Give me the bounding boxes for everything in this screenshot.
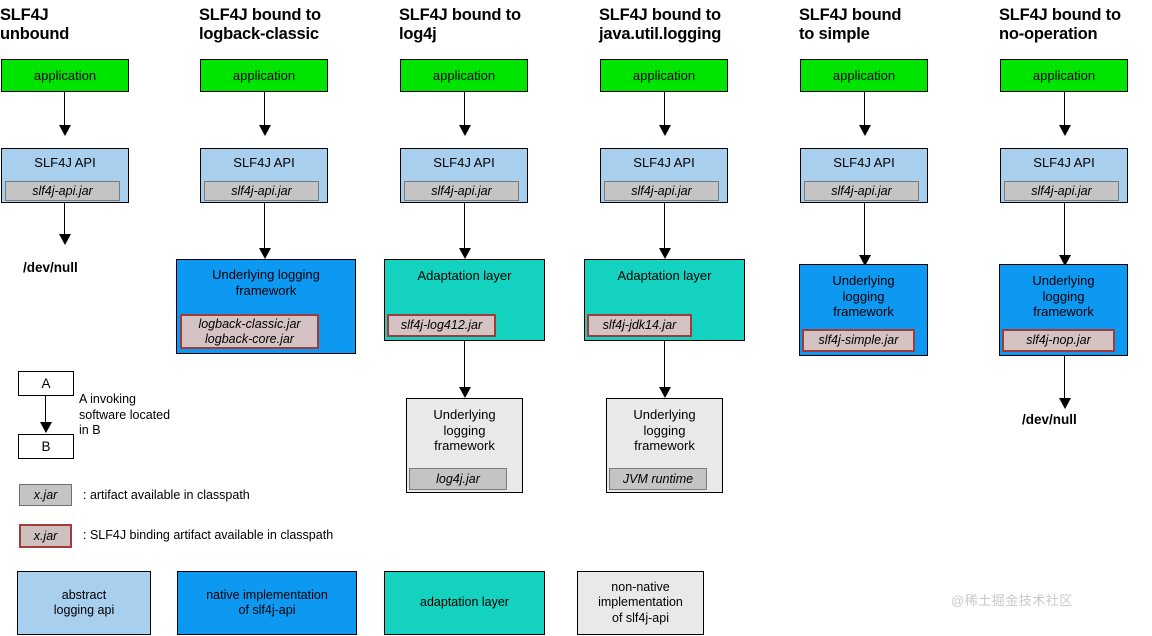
arrow-line bbox=[64, 203, 65, 236]
node-application-col2: application bbox=[200, 59, 328, 92]
column-title-log4j: SLF4J bound to log4j bbox=[399, 6, 521, 43]
node-label: SLF4J API bbox=[34, 155, 96, 170]
arrow-line bbox=[464, 341, 465, 389]
node-label: Underlying logging framework bbox=[1032, 273, 1095, 319]
node-label: Underlying logging framework bbox=[832, 273, 895, 319]
legend-chip-binding-artifact: x.jar bbox=[19, 524, 72, 548]
node-label: SLF4J API bbox=[833, 155, 895, 170]
arrow-line bbox=[464, 92, 465, 127]
jar-chip-slf4j-api-col1: slf4j-api.jar bbox=[5, 181, 120, 201]
arrow-line bbox=[664, 92, 665, 127]
jar-chip-slf4j-log412-col3: slf4j-log412.jar bbox=[387, 314, 496, 337]
node-label: Underlying logging framework bbox=[433, 407, 496, 453]
jar-chip-logback-col2: logback-classic.jar logback-core.jar bbox=[180, 314, 319, 349]
arrow-line bbox=[864, 92, 865, 127]
jar-chip-slf4j-jdk14-col4: slf4j-jdk14.jar bbox=[587, 314, 692, 337]
arrow-head-icon bbox=[659, 387, 671, 398]
node-label: SLF4J API bbox=[1033, 155, 1095, 170]
jar-chip-slf4j-api-col6: slf4j-api.jar bbox=[1004, 181, 1119, 201]
node-label: SLF4J API bbox=[433, 155, 495, 170]
arrow-head-icon bbox=[659, 125, 671, 136]
column-title-unbound: SLF4J unbound bbox=[0, 6, 70, 43]
arrow-line bbox=[664, 203, 665, 250]
column-title-java-util-logging: SLF4J bound to java.util.logging bbox=[599, 6, 722, 43]
jar-chip-slf4j-simple-col5: slf4j-simple.jar bbox=[802, 329, 915, 352]
arrow-head-icon bbox=[40, 422, 52, 433]
node-label: application bbox=[33, 68, 97, 83]
arrow-head-icon bbox=[859, 255, 871, 266]
node-devnull-col1: /dev/null bbox=[23, 260, 78, 275]
legend-key-non-native-implementation: non-native implementation of slf4j-api bbox=[577, 571, 704, 635]
node-label: SLF4J API bbox=[633, 155, 695, 170]
node-label: Underlying logging framework bbox=[212, 267, 320, 298]
arrow-line bbox=[1064, 356, 1065, 400]
node-label: application bbox=[832, 68, 896, 83]
node-application-col4: application bbox=[600, 59, 728, 92]
legend-box-a: A bbox=[18, 371, 74, 396]
arrow-head-icon bbox=[59, 125, 71, 136]
jar-chip-slf4j-api-col4: slf4j-api.jar bbox=[604, 181, 719, 201]
arrow-head-icon bbox=[259, 125, 271, 136]
jar-chip-slf4j-api-col3: slf4j-api.jar bbox=[404, 181, 519, 201]
jar-chip-slf4j-api-col5: slf4j-api.jar bbox=[804, 181, 919, 201]
node-label: SLF4J API bbox=[233, 155, 295, 170]
arrow-line bbox=[264, 92, 265, 127]
arrow-line bbox=[464, 203, 465, 250]
arrow-line bbox=[64, 92, 65, 127]
node-devnull-col6: /dev/null bbox=[1022, 412, 1077, 427]
node-application-col5: application bbox=[800, 59, 928, 92]
node-label: Adaptation layer bbox=[617, 268, 712, 283]
arrow-head-icon bbox=[1059, 255, 1071, 266]
jar-chip-jvm-runtime-col4: JVM runtime bbox=[609, 468, 707, 490]
arrow-head-icon bbox=[459, 125, 471, 136]
legend-key-abstract-logging-api: abstract logging api bbox=[17, 571, 151, 635]
legend-box-b: B bbox=[18, 434, 74, 459]
legend-caption-artifact: : artifact available in classpath bbox=[83, 488, 250, 502]
arrow-line bbox=[664, 341, 665, 389]
node-application-col6: application bbox=[1000, 59, 1128, 92]
arrow-head-icon bbox=[59, 234, 71, 245]
column-title-logback-classic: SLF4J bound to logback-classic bbox=[199, 6, 321, 43]
node-label: application bbox=[432, 68, 496, 83]
node-label: Underlying logging framework bbox=[633, 407, 696, 453]
arrow-head-icon bbox=[1059, 398, 1071, 409]
node-label: application bbox=[232, 68, 296, 83]
arrow-line bbox=[1064, 92, 1065, 127]
jar-chip-log4j-col3: log4j.jar bbox=[409, 468, 507, 490]
arrow-head-icon bbox=[459, 248, 471, 259]
legend-key-native-implementation: native implementation of slf4j-api bbox=[177, 571, 357, 635]
column-title-no-operation: SLF4J bound to no-operation bbox=[999, 6, 1121, 43]
jar-chip-slf4j-api-col2: slf4j-api.jar bbox=[204, 181, 319, 201]
node-label: application bbox=[1032, 68, 1096, 83]
legend-caption-binding-artifact: : SLF4J binding artifact available in cl… bbox=[83, 528, 334, 542]
arrow-head-icon bbox=[459, 387, 471, 398]
legend-arrow-line bbox=[45, 396, 46, 432]
node-label: Adaptation layer bbox=[417, 268, 512, 283]
arrow-head-icon bbox=[259, 248, 271, 259]
arrow-head-icon bbox=[1059, 125, 1071, 136]
legend-key-adaptation-layer: adaptation layer bbox=[384, 571, 545, 635]
node-application-col1: application bbox=[1, 59, 129, 92]
node-application-col3: application bbox=[400, 59, 528, 92]
watermark: @稀土掘金技术社区 bbox=[951, 593, 1073, 608]
arrow-line bbox=[1064, 203, 1065, 258]
arrow-line bbox=[264, 203, 265, 250]
column-title-simple: SLF4J bound to simple bbox=[799, 6, 902, 43]
arrow-head-icon bbox=[859, 125, 871, 136]
arrow-line bbox=[864, 203, 865, 258]
arrow-head-icon bbox=[659, 248, 671, 259]
legend-chip-artifact: x.jar bbox=[19, 484, 72, 506]
node-label: application bbox=[632, 68, 696, 83]
jar-chip-slf4j-nop-col6: slf4j-nop.jar bbox=[1002, 329, 1115, 352]
legend-arrow-caption: A invoking software located in B bbox=[79, 392, 171, 437]
